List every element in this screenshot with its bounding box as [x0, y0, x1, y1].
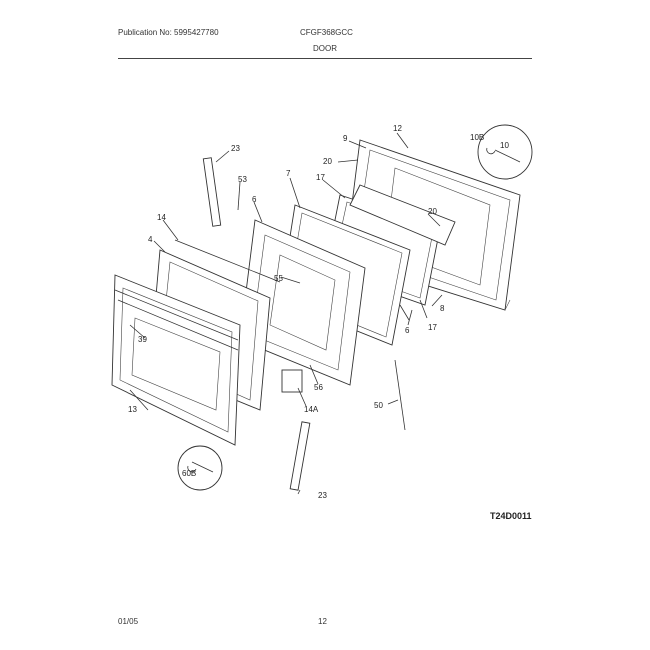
callout-6-frame: 6	[252, 195, 257, 204]
callout-9: 9	[343, 134, 348, 143]
callout-14a: 14A	[304, 405, 319, 414]
header-rule	[118, 58, 532, 59]
callout-56: 56	[314, 383, 323, 392]
callout-7: 7	[286, 169, 291, 178]
footer-date: 01/05	[118, 617, 139, 626]
callout-50: 50	[374, 401, 383, 410]
trim-strip	[174, 239, 281, 283]
callout-60b: 60B	[182, 469, 196, 478]
callout-53: 53	[238, 175, 247, 184]
diagram-code: T24D0011	[490, 511, 532, 521]
section-title: DOOR	[313, 44, 337, 53]
callout-55: 55	[274, 274, 283, 283]
callout-10: 10	[500, 141, 509, 150]
leader-lines	[129, 132, 443, 495]
hinge-top	[202, 157, 222, 227]
footer-page-number: 12	[318, 617, 327, 626]
detail-circle-screw-bottom	[177, 445, 223, 491]
callout-8-right: 8	[440, 304, 445, 313]
model-number: CFGF368GCC	[300, 28, 353, 37]
rating-plate	[281, 369, 303, 393]
callout-23-top: 23	[231, 144, 240, 153]
callout-12: 12	[393, 124, 402, 133]
callout-6-right: 6	[405, 326, 410, 335]
callout-13: 13	[128, 405, 137, 414]
callout-20-right: 20	[428, 207, 437, 216]
publication-number: Publication No: 5995427780	[118, 28, 219, 37]
door-gasket-strip	[394, 359, 406, 431]
detail-circle-screws	[477, 124, 533, 180]
callout-4: 4	[148, 235, 153, 244]
door-front-panel	[111, 274, 241, 446]
hinge-bottom	[289, 421, 311, 491]
callout-23-bottom: 23	[318, 491, 327, 500]
callout-17-bottom: 17	[428, 323, 437, 332]
callout-14: 14	[157, 213, 166, 222]
callout-17-top: 17	[316, 173, 325, 182]
callout-39: 39	[138, 335, 147, 344]
callout-20-top: 20	[323, 157, 332, 166]
callout-10b: 10B	[470, 133, 484, 142]
